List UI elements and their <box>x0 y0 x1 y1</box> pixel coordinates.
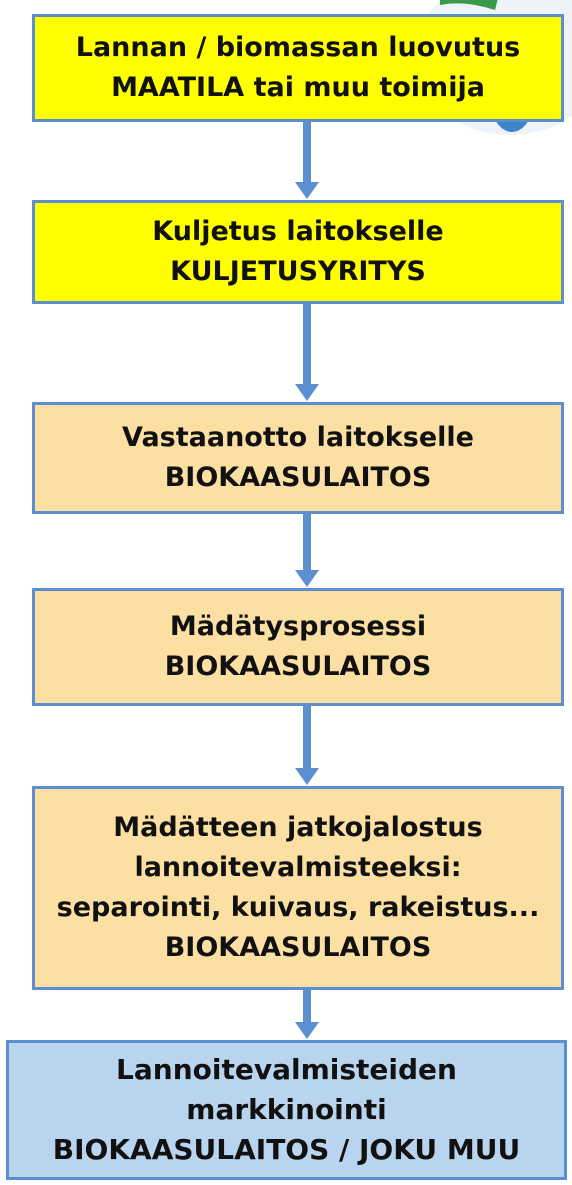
connector-5-6 <box>295 990 319 1039</box>
step-5-line-4: BIOKAASULAITOS <box>164 932 432 963</box>
connector-1-2 <box>295 122 319 199</box>
step-6-line-3: BIOKAASULAITOS / JOKU MUU <box>52 1133 521 1166</box>
step-box-manure-handover: Lannan / biomassan luovutus MAATILA tai … <box>32 14 564 122</box>
step-1-line-1: Lannan / biomassan luovutus <box>75 32 521 63</box>
connector-2-3 <box>295 304 319 401</box>
step-4-line-2: BIOKAASULAITOS <box>164 651 432 682</box>
step-2-line-2: KULJETUSYRITYS <box>170 256 426 287</box>
step-5-line-2: lannoitevalmisteeksi: <box>134 852 462 883</box>
step-box-post-processing: Mädätteen jatkojalostus lannoitevalmiste… <box>32 786 564 990</box>
step-box-reception: Vastaanotto laitokselle BIOKAASULAITOS <box>32 402 564 514</box>
step-4-line-1: Mädätysprosessi <box>169 611 427 642</box>
step-2-line-1: Kuljetus laitokselle <box>152 216 444 247</box>
connector-3-4 <box>295 514 319 587</box>
step-5-line-1: Mädätteen jatkojalostus <box>113 812 483 843</box>
connector-4-5 <box>295 706 319 785</box>
step-box-marketing: Lannoitevalmisteiden markkinointi BIOKAA… <box>6 1040 567 1180</box>
step-6-line-1: Lannoitevalmisteiden <box>116 1053 457 1086</box>
step-box-digestion: Mädätysprosessi BIOKAASULAITOS <box>32 588 564 706</box>
step-6-line-2: markkinointi <box>186 1093 387 1126</box>
step-3-line-1: Vastaanotto laitokselle <box>122 422 474 453</box>
step-3-line-2: BIOKAASULAITOS <box>164 462 432 493</box>
step-box-transport: Kuljetus laitokselle KULJETUSYRITYS <box>32 200 564 304</box>
step-5-line-3: separointi, kuivaus, rakeistus... <box>56 892 540 923</box>
step-1-line-2: MAATILA tai muu toimija <box>111 72 485 103</box>
